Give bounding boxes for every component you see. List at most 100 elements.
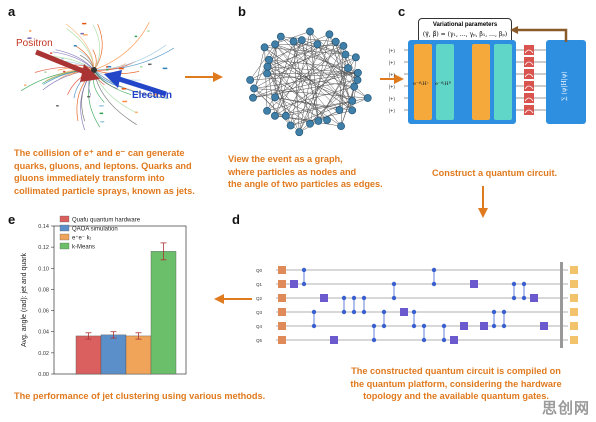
graph-node — [261, 44, 268, 51]
qubit-label: Q4 — [256, 324, 263, 329]
control-dot — [442, 338, 446, 342]
graph-node — [298, 37, 305, 44]
legend-label: k-Means — [72, 244, 95, 250]
control-dot — [312, 310, 316, 314]
readout-gate — [570, 266, 578, 274]
feedback-arrowhead — [510, 26, 518, 34]
positron-arrow — [34, 48, 104, 88]
control-dot — [422, 338, 426, 342]
control-dot — [342, 310, 346, 314]
energy-deposit — [135, 112, 138, 114]
graph-node — [351, 83, 358, 90]
y-axis-label: Avg. angle (rad): jet and quark — [21, 252, 28, 347]
init-gate — [278, 308, 286, 316]
panel-b-caption: View the event as a graph, where particl… — [228, 153, 408, 191]
qubit-label: Q5 — [256, 338, 263, 343]
energy-deposit — [135, 36, 137, 38]
readout-gate — [570, 322, 578, 330]
barrier — [560, 262, 563, 348]
legend-swatch — [60, 216, 69, 222]
y-tick-label: 0.14 — [38, 224, 49, 230]
control-dot — [492, 324, 496, 328]
energy-deposit — [24, 84, 26, 86]
expectation-text: ∑ ⟨ψ|H|ψ⟩ — [561, 71, 568, 101]
control-dot — [302, 282, 306, 286]
single-qubit-gate — [330, 336, 338, 344]
graph-node — [277, 33, 284, 40]
single-qubit-gate — [320, 294, 328, 302]
graph-node — [332, 38, 339, 45]
legend-label: Quafu quantum hardware — [72, 217, 141, 223]
bar-3 — [126, 336, 151, 374]
graph-node — [364, 94, 371, 101]
single-qubit-gate — [470, 280, 478, 288]
flow-arrow-d-e — [212, 292, 252, 306]
bar-1 — [76, 336, 101, 374]
energy-deposit — [82, 23, 86, 25]
qubit-ket: |+⟩ — [389, 97, 395, 103]
energy-deposit — [99, 105, 104, 107]
control-dot — [502, 310, 506, 314]
energy-deposit — [100, 121, 104, 123]
graph-node — [352, 54, 359, 61]
energy-deposit — [100, 113, 104, 115]
panel-a-caption: The collision of e⁺ and e⁻ can generate … — [14, 147, 214, 197]
mixer-unitary: e⁻ⁱᵝᵢHᴮ — [435, 81, 452, 87]
control-dot — [362, 310, 366, 314]
y-tick-label: 0.04 — [38, 330, 49, 336]
panel-c-label: c — [398, 4, 405, 19]
control-dot — [312, 324, 316, 328]
single-qubit-gate — [450, 336, 458, 344]
graph-node — [354, 76, 361, 83]
graph-node — [354, 69, 361, 76]
control-dot — [422, 324, 426, 328]
qubit-ket: |+⟩ — [389, 49, 395, 55]
single-qubit-gate — [290, 280, 298, 288]
qubit-label: Q3 — [256, 310, 263, 315]
graph-node — [337, 123, 344, 130]
qaoa-block — [472, 44, 490, 120]
panel-b-label: b — [238, 4, 246, 19]
y-tick-label: 0.12 — [38, 245, 49, 251]
graph-node — [250, 85, 257, 92]
legend-label: QAOA simulation — [72, 226, 118, 232]
watermark-logo: 思创网 — [542, 397, 590, 418]
graph-node — [326, 31, 333, 38]
control-dot — [382, 324, 386, 328]
control-dot — [352, 310, 356, 314]
control-dot — [512, 296, 516, 300]
bar-2 — [101, 335, 126, 374]
qubit-label: Q1 — [256, 282, 263, 287]
bar-4 — [151, 251, 176, 374]
feedback-path — [516, 30, 566, 42]
energy-deposit — [83, 34, 88, 36]
graph-node — [249, 94, 256, 101]
readout-gate — [570, 280, 578, 288]
energy-deposit — [87, 96, 90, 98]
y-tick-label: 0.02 — [38, 351, 49, 357]
energy-deposit — [74, 45, 77, 47]
graph-node — [349, 107, 356, 114]
legend-swatch — [60, 243, 69, 249]
graph-node — [271, 112, 278, 119]
energy-deposit — [148, 64, 151, 65]
graph-node — [349, 97, 356, 104]
control-dot — [302, 268, 306, 272]
init-gate — [278, 294, 286, 302]
control-dot — [442, 324, 446, 328]
flow-arrow-a-b — [185, 70, 225, 84]
readout-gate — [570, 294, 578, 302]
y-tick-label: 0.06 — [38, 309, 49, 315]
control-dot — [372, 338, 376, 342]
graph-node — [272, 94, 279, 101]
control-dot — [382, 310, 386, 314]
y-tick-label: 0.00 — [38, 372, 49, 378]
feedback-arrow — [508, 26, 578, 42]
particle-track — [94, 47, 174, 70]
init-gate — [278, 266, 286, 274]
legend-label: e⁺e⁻ kₜ — [72, 234, 92, 241]
control-dot — [512, 282, 516, 286]
graph-node — [263, 107, 270, 114]
qaoa-block — [494, 44, 512, 120]
